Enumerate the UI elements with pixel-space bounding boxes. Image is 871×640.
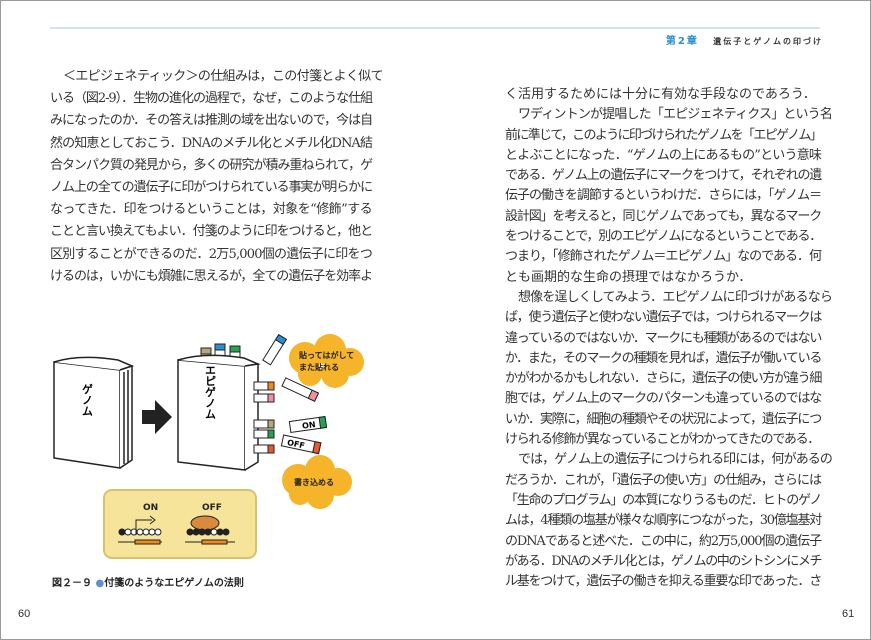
text-line: みになったのか．その答えは推測の域を出ないので，今は自 — [50, 113, 373, 129]
speech-cloud-2 — [282, 455, 352, 509]
cloud2-text: 書き込める — [294, 477, 334, 487]
text-line: 設計図」を考えると，同じゲノムであっても，異なるマーク — [505, 208, 822, 224]
text-line: けられる修飾が異なっていることがわかってきたのである． — [505, 432, 820, 448]
off-tag-label: OFF — [286, 438, 305, 450]
caption-text: 付箋のようなエピゲノムの法則 — [104, 578, 244, 589]
text-line: ワディントンが提唱した「エピジェネティクス」という名 — [518, 107, 833, 123]
text-line: 違っているのではないか．マークにも種類があるのではない — [505, 330, 822, 346]
text-line: とも画期的な生命の摂理ではなかろうか． — [505, 269, 752, 285]
epigenome-book-icon — [177, 354, 261, 471]
speech-cloud-1 — [289, 334, 364, 388]
genome-book-icon — [53, 356, 135, 469]
text-line: をつけることで，別のエピゲノムになるということである． — [505, 229, 822, 245]
text-line: 伝子の働きを調節するというわけだ．さらには，「ゲノム＝ — [505, 188, 822, 204]
text-line: なってきた．印をつけるということは，対象を“修飾”する — [50, 202, 373, 218]
running-header: 第2章 遺伝子とゲノムの印づけ — [666, 32, 823, 47]
text-line: 区別することができるのだ．2万5,000個の遺伝子に印をつ — [50, 246, 373, 262]
text-line: つまり，「修飾されたゲノム＝エピゲノム」なのである．何 — [505, 249, 822, 265]
text-line: ル基をつけて，遺伝子の働きを抑える重要な印であった．さ — [505, 574, 822, 590]
off-tag — [280, 434, 322, 455]
text-line: けるのは，いかにも煩雑に思えるが，全ての遺伝子を効率よ — [50, 268, 373, 284]
panel-off-label: OFF — [202, 503, 222, 513]
header-rule — [50, 27, 820, 29]
on-tag — [288, 415, 328, 434]
text-line: ＜エピジェネティック＞の仕組みは，この付箋とよく似て — [63, 69, 384, 84]
page-number-right: 61 — [842, 608, 855, 620]
page-number-left: 60 — [18, 608, 31, 620]
text-line: 胞では，ゲノム上のマークのパターンも違っているのではな — [505, 391, 822, 407]
text-line: では，ゲノム上の遺伝子につけられる印には，何があるの — [518, 452, 833, 468]
text-line: とよぶことになった．“ゲノムの上にあるもの”という意味 — [505, 147, 822, 163]
text-line: 「生命のプログラム」の本質になりうるものだ．ヒトのゲノ — [505, 492, 822, 508]
text-line: いる（図2-9）．生物の進化の過程で，なぜ，このような仕組 — [50, 91, 373, 107]
text-line: いか．実際に，細胞の種類やその状況によって，遺伝子につ — [505, 411, 822, 427]
epibook-label: エピゲノム — [204, 365, 217, 420]
left-page-body: ＜エピジェネティック＞の仕組みは，この付箋とよく似ている（図2-9）．生物の進化… — [50, 66, 384, 288]
arrow-icon — [142, 400, 172, 434]
off-dna-diagram — [185, 515, 235, 545]
caption-number: 図２－９ — [52, 578, 92, 589]
text-line: ムは，4種類の塩基が様々な順序につながった，30億塩基対 — [505, 513, 822, 529]
text-line: 想像を逞しくしてみよう．エピゲノムに印づけがあるなら — [518, 289, 833, 305]
on-tag-label: ON — [302, 420, 317, 431]
text-line: がある．DNAのメチル化とは，ゲノムの中のシトシンにメチ — [505, 553, 822, 569]
text-line: のDNAであると述べた．この中に，約2万5,000個の遺伝子 — [505, 533, 822, 549]
chapter-title: 遺伝子とゲノムの印づけ — [713, 37, 823, 46]
epigenome-illustration: ゲノム エピゲノム ON OFF — [53, 333, 364, 559]
text-line: である．ゲノム上の遺伝子にマークをつけて，それぞれの遺 — [505, 168, 822, 184]
figure-caption: 図２－９ ●付箋のようなエピゲノムの法則 — [52, 574, 244, 589]
cloud1-line2: また貼れる — [299, 362, 339, 372]
bullet-dot-icon: ● — [95, 578, 105, 589]
text-line: く活用するためには十分に有効な手段なのであろう． — [505, 87, 816, 102]
text-line: だろうか．これが，「遺伝子の使い方」の仕組み，さらには — [505, 472, 822, 488]
book-label: ゲノム — [81, 382, 94, 416]
panel-on-label: ON — [143, 503, 158, 513]
text-line: かがわかるかもしれない．さらに，遺伝子の使い方が違う細 — [505, 371, 822, 387]
text-line: ば，使う遺伝子と使わない遺伝子では，つけられるマークは — [505, 310, 822, 326]
text-line: 然の知恵としておこう．DNAのメチル化とメチル化DNA結 — [50, 135, 373, 151]
cloud1-line1: 貼ってはがして — [298, 350, 354, 360]
on-dna-diagram — [118, 515, 162, 545]
chapter-label: 第2章 — [665, 36, 699, 47]
text-line: か．また，そのマークの種類を見れば，遺伝子が働いている — [505, 350, 822, 366]
text-line: 前に準じて，このように印づけられたゲノムを「エピゲノム」 — [505, 127, 823, 143]
figure-2-9: ゲノム エピゲノム ON OFF — [40, 330, 380, 565]
text-line: 合タンパク質の発見から，多くの研究が積み重ねられて，ゲ — [50, 157, 373, 173]
right-page-body: く活用するためには十分に有効な手段なのであろう． ワディントンが提唱した「エピジェ… — [505, 85, 833, 592]
side-tabs — [253, 333, 320, 454]
text-line: ことと言い換えてもよい．付箋のように印をつけると，他と — [50, 224, 373, 240]
text-line: ノム上の全ての遺伝子に印がつけられている事実が明らかに — [50, 179, 373, 195]
on-off-panel — [103, 489, 257, 559]
